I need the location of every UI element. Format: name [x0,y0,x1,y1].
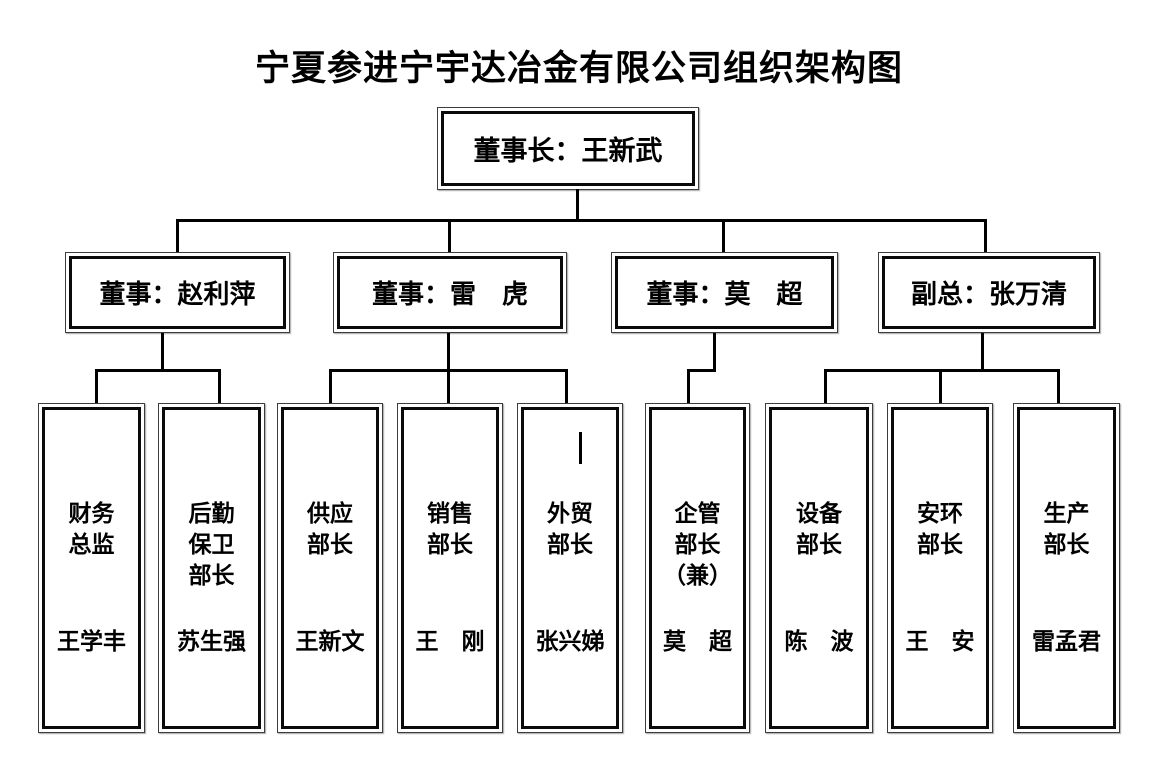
dept-person: 张兴娣 [535,629,605,654]
director-label: 董事：莫 超 [615,256,834,329]
dept-person: 王 刚 [415,629,485,654]
connector-line [1057,369,1060,403]
director-label: 董事：雷 虎 [337,256,563,329]
connector-line [687,369,690,403]
dept-box-equipment: 设备 部长 陈 波 [765,403,873,733]
dept-person: 王新文 [295,629,365,654]
connector-line [824,369,1060,372]
director-box-mochao: 董事：莫 超 [611,252,838,333]
connector-line [447,333,450,370]
dept-title: 财务 总监 [68,501,115,557]
connector-line [984,219,987,252]
dept-person: 莫 超 [663,629,732,654]
connector-line [576,189,579,220]
dept-title: 安环 部长 [917,501,963,557]
connector-line [824,369,827,403]
connector-line [722,219,725,252]
dept-box-logistics-security: 后勤 保卫 部长 苏生强 [158,403,265,733]
connector-line [981,333,984,370]
dept-title: 销售 部长 [427,501,473,557]
dept-box-sales: 销售 部长 王 刚 [397,403,503,733]
dept-box-foreign-trade: 外贸 部长 张兴娣 [517,403,623,733]
connector-line [218,369,221,403]
vice-gm-box-zhangwanqing: 副总：张万清 [878,252,1100,333]
connector-line [713,333,716,370]
dept-person: 雷孟君 [1032,629,1101,654]
director-label: 董事：赵利萍 [69,256,286,329]
connector-line [565,369,568,403]
dept-person: 王 安 [905,629,975,654]
dept-box-safety-env: 安环 部长 王 安 [887,403,993,733]
stray-line-mark [579,432,582,464]
connector-line [329,369,332,403]
vice-gm-label: 副总：张万清 [882,256,1096,329]
connector-line [95,369,221,372]
dept-person: 苏生强 [177,629,246,654]
connector-line [161,333,164,370]
connector-line [448,219,451,252]
connector-line [176,219,987,222]
connector-line [939,369,942,403]
dept-box-production: 生产 部长 雷孟君 [1013,403,1120,733]
dept-title: 设备 部长 [796,501,842,557]
page-title: 宁夏参进宁宇达冶金有限公司组织架构图 [254,49,903,88]
connector-line [176,219,179,252]
dept-person: 陈 波 [784,629,854,654]
dept-person: 王学丰 [57,629,126,654]
director-box-zhaoliping: 董事：赵利萍 [65,252,290,333]
dept-box-finance: 财务 总监 王学丰 [38,403,145,733]
dept-title: 生产 部长 [1043,501,1090,557]
dept-title: 后勤 保卫 部长 [188,501,235,588]
dept-title: 外贸 部长 [547,501,593,557]
connector-line [95,369,98,403]
dept-title: 企管 部长 （兼） [663,501,732,588]
chairman-box: 董事长：王新武 [437,107,699,190]
connector-line [687,369,716,372]
dept-box-supply: 供应 部长 王新文 [277,403,383,733]
director-box-leihu: 董事：雷 虎 [333,252,567,333]
chairman-label: 董事长：王新武 [441,111,695,186]
dept-title: 供应 部长 [307,501,353,557]
connector-line [447,369,450,403]
dept-box-enterprise-mgmt: 企管 部长 （兼） 莫 超 [645,403,750,733]
